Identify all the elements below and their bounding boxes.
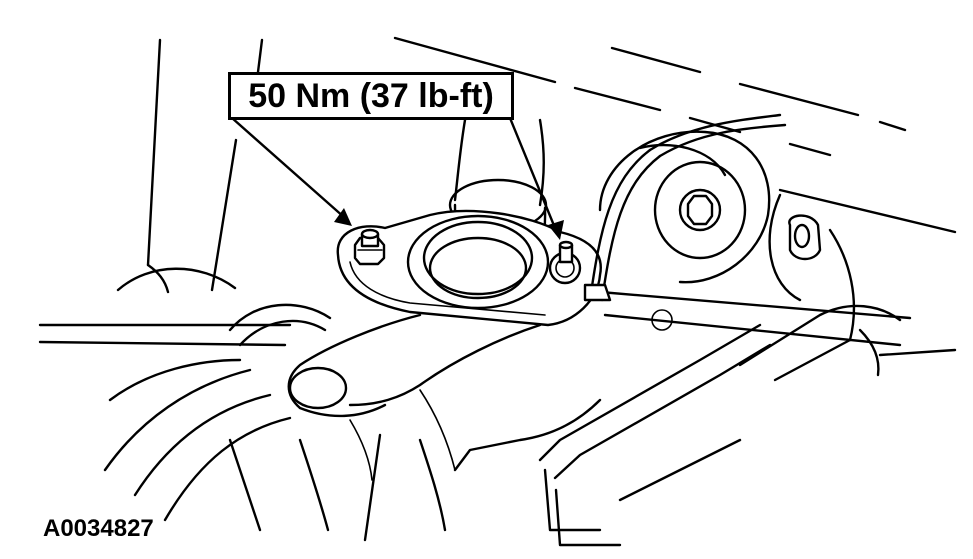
left-flange-stud <box>353 228 386 266</box>
underbody-structure <box>103 303 902 547</box>
left-body-panel <box>116 38 264 294</box>
sensor-wire <box>583 113 787 302</box>
figure-id: A0034827 <box>43 515 154 542</box>
engine-mount <box>598 130 856 342</box>
exhaust-pipe-lower <box>287 313 542 418</box>
frame-rail <box>393 36 957 234</box>
torque-leader-right <box>508 116 564 240</box>
torque-callout-box: 50 Nm (37 lb-ft) <box>228 72 514 120</box>
right-flange-stud <box>548 240 582 285</box>
torque-leader-left <box>230 116 352 226</box>
exhaust-flange <box>336 209 602 327</box>
torque-label: 50 Nm (37 lb-ft) <box>248 76 494 115</box>
